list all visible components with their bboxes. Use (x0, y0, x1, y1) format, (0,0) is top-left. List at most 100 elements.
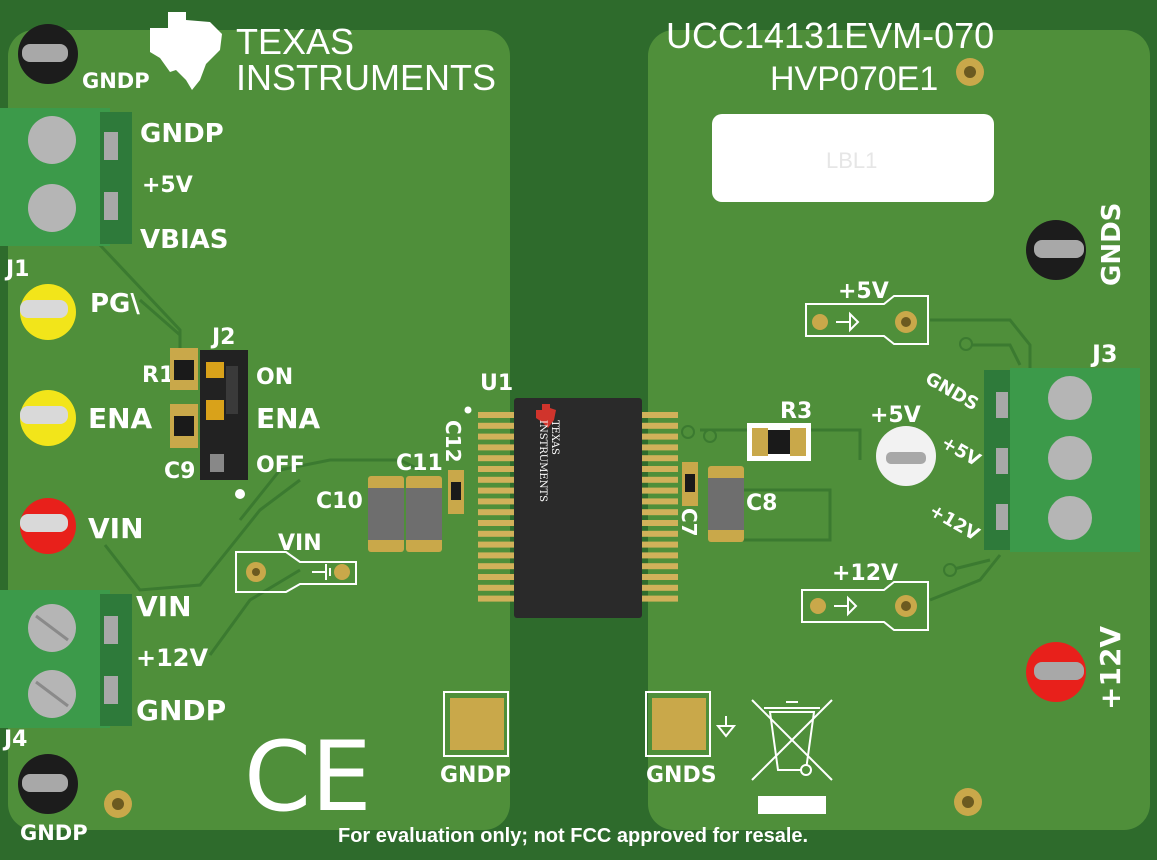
j3-ref-label: J3 (1090, 340, 1118, 368)
ic-lead (478, 552, 516, 559)
gnds-testpoint[interactable] (1026, 220, 1086, 280)
j1-terminal-block[interactable] (0, 108, 132, 246)
j4-ref-label: J4 (2, 727, 28, 752)
r1-resistor (170, 348, 198, 390)
ic-lead (640, 455, 678, 462)
c12-label: C12 (441, 420, 465, 463)
ic-brand-line1: TEXAS (549, 420, 560, 455)
c12-capacitor (448, 470, 464, 514)
ic-lead (640, 530, 678, 537)
ic-brand-line2: INSTRUMENTS (537, 420, 548, 502)
texas-state-icon (150, 12, 222, 90)
ic-lead (640, 433, 678, 440)
ce-mark: CE (244, 721, 372, 833)
ic-lead (478, 595, 516, 602)
j2-pin1-marker (235, 489, 245, 499)
gnds-pad[interactable] (645, 691, 711, 757)
ic-lead (478, 574, 516, 580)
ic-lead (478, 466, 516, 472)
ic-lead (640, 476, 678, 483)
plus12v-testpoint[interactable] (1026, 642, 1086, 702)
ic-lead (640, 541, 678, 548)
c10-label: C10 (316, 489, 363, 514)
gndp-top-testpoint[interactable] (18, 24, 78, 84)
gndp-bottom-label: GNDP (20, 821, 88, 845)
j3-terminal-block[interactable] (984, 368, 1140, 552)
ic-lead (640, 498, 678, 505)
ic-lead (640, 595, 678, 602)
left-board (8, 30, 510, 830)
vin-jumper[interactable] (235, 551, 357, 593)
j2-ref-label: J2 (210, 325, 236, 350)
r3-resistor (747, 423, 811, 461)
j1-pin1-label: GNDP (140, 119, 224, 149)
ic-lead (478, 455, 516, 462)
ic-lead (478, 476, 516, 483)
plus5v-jumper[interactable] (805, 295, 929, 345)
vin-tp-label: VIN (88, 512, 144, 545)
plus12v-jumper[interactable] (801, 581, 929, 631)
j2-on-label: ON (256, 365, 293, 390)
plus12v-jumper-label: +12V (832, 561, 898, 586)
plus5v-led (876, 426, 936, 486)
weee-bin-icon (751, 699, 833, 781)
j2-ena-label: ENA (256, 402, 321, 435)
pg-testpoint[interactable] (20, 284, 76, 340)
j2-off-label: OFF (256, 453, 305, 478)
board-part-number: UCC14131EVM-070 (666, 15, 994, 56)
c11-label: C11 (396, 451, 443, 476)
ic-lead (640, 487, 678, 494)
ic-lead (640, 412, 678, 418)
ic-lead (640, 552, 678, 559)
ic-lead (640, 422, 678, 429)
r1-label: R1 (142, 363, 174, 388)
c11-capacitor (406, 476, 442, 552)
j2-jumper[interactable] (200, 350, 248, 480)
ic-lead (640, 584, 678, 591)
ic-lead (640, 509, 678, 516)
ic-lead (478, 498, 516, 505)
ena-testpoint[interactable] (20, 390, 76, 446)
ti-logo: TEXAS INSTRUMENTS (150, 12, 496, 98)
via (681, 425, 695, 439)
vin-testpoint[interactable] (20, 498, 76, 554)
plus12v-tp-label: +12V (1094, 626, 1127, 710)
j4-terminal-block[interactable] (0, 590, 132, 728)
ic-lead (640, 574, 678, 580)
u1-left-pins (478, 412, 516, 602)
j4-pin2-label: +12V (136, 644, 209, 672)
weee-bar (758, 796, 826, 814)
j4-pin1-label: VIN (136, 590, 192, 623)
ic-lead (478, 520, 516, 526)
ic-lead (478, 541, 516, 548)
via (943, 563, 957, 577)
j1-pin2-label: +5V (142, 173, 193, 198)
ic-lead (640, 466, 678, 472)
ic-lead (478, 433, 516, 440)
mounting-hole-bl (104, 790, 132, 818)
j1-pin3-label: VBIAS (140, 225, 228, 255)
board-revision: HVP070E1 (770, 60, 938, 98)
u1-right-pins (640, 412, 678, 602)
ic-lead (478, 412, 516, 418)
c8-label: C8 (746, 491, 777, 516)
ic-lead (478, 584, 516, 591)
gndp-pad[interactable] (443, 691, 509, 757)
u1-pin1-dot (464, 406, 472, 414)
j1-ref-label: J1 (4, 257, 30, 282)
gndp-pad-label: GNDP (440, 763, 511, 788)
gndp-top-label: GNDP (82, 69, 150, 93)
c9-label: C9 (164, 459, 195, 484)
r3-label: R3 (780, 399, 812, 424)
mounting-hole-tr (956, 58, 984, 86)
ic-lead (478, 563, 516, 570)
c7-capacitor (682, 462, 698, 506)
left-traces (98, 243, 421, 656)
ti-chip-logo-icon (536, 404, 556, 428)
c10-capacitor (368, 476, 404, 552)
gndp-bottom-testpoint[interactable] (18, 754, 78, 814)
via (959, 337, 973, 351)
gnds-tp-label: GNDS (1097, 203, 1127, 286)
u1-ic: TEXAS INSTRUMENTS (514, 398, 642, 618)
ic-lead (640, 563, 678, 570)
